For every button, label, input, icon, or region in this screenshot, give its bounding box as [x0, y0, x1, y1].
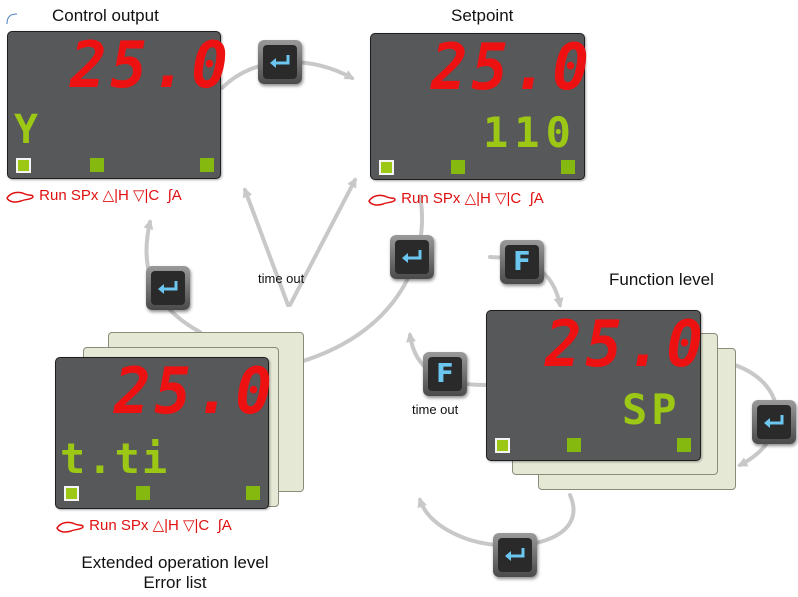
led-indicator: [136, 486, 150, 500]
hand-icon: [368, 194, 396, 206]
corner-mark-icon: [6, 13, 18, 25]
function-value: 25.0: [545, 308, 707, 382]
setpoint-secondary: 110: [483, 108, 577, 157]
time-out-label-right: time out: [412, 402, 459, 417]
led-indicator: [90, 158, 104, 172]
enter-key-center[interactable]: [390, 235, 434, 279]
setpoint-title: Setpoint: [451, 6, 514, 25]
status-h: △|H: [152, 517, 179, 534]
status-a: ∫A: [217, 517, 232, 534]
status-a: ∫A: [167, 187, 182, 204]
setpoint-status-bar: Run SPx △|H ▽|C ∫A: [367, 189, 544, 207]
led-indicator: [200, 158, 214, 172]
control-output-display: 25.0 Y: [7, 31, 228, 179]
led-indicator: [246, 486, 260, 500]
setpoint-value: 25.0: [431, 31, 593, 105]
setpoint-display: 25.0 110: [370, 33, 589, 180]
led-indicator: [379, 160, 394, 175]
arrow-timeout-to-control: [242, 187, 290, 307]
led-indicator: [567, 438, 581, 452]
enter-key-right[interactable]: [752, 400, 796, 444]
status-run: Run: [89, 517, 117, 534]
function-level-title: Function level: [609, 270, 714, 289]
led-indicator: [16, 158, 31, 173]
status-spx: SPx: [70, 187, 99, 204]
control-output-secondary: Y: [14, 107, 45, 153]
arrow-timeout-to-setpoint: [288, 177, 357, 307]
led-indicator: [64, 486, 79, 501]
extended-level-line2: Error list: [143, 573, 207, 592]
function-display: 25.0 SP: [486, 310, 703, 461]
status-spx: SPx: [432, 190, 461, 207]
enter-key-top[interactable]: [258, 40, 302, 84]
status-h: △|H: [464, 190, 491, 207]
enter-icon: [158, 281, 178, 294]
led-indicator: [677, 438, 691, 452]
extended-level-line1: Extended operation level: [81, 553, 269, 572]
hand-icon: [6, 191, 34, 203]
control-output-value: 25.0: [70, 29, 232, 103]
enter-key-bottom[interactable]: [493, 533, 537, 577]
function-key-left[interactable]: F: [423, 352, 467, 396]
hand-icon: [56, 521, 84, 533]
extended-value: 25.0: [114, 355, 276, 429]
control-output-title: Control output: [52, 6, 159, 25]
status-run: Run: [39, 187, 67, 204]
extended-display: 25.0 t.ti: [55, 357, 272, 509]
status-c: ▽|C: [133, 187, 160, 204]
status-c: ▽|C: [183, 517, 210, 534]
status-run: Run: [401, 190, 429, 207]
enter-icon: [270, 55, 290, 68]
status-a: ∫A: [529, 190, 544, 207]
function-key-label: F: [436, 359, 454, 389]
led-indicator: [451, 160, 465, 174]
led-indicator: [561, 160, 575, 174]
function-secondary: SP: [622, 385, 681, 434]
extended-status-bar: Run SPx △|H ▽|C ∫A: [55, 516, 232, 534]
enter-icon: [402, 250, 422, 263]
control-output-status-bar: Run SPx △|H ▽|C ∫A: [5, 186, 182, 204]
function-key-top[interactable]: F: [500, 240, 544, 284]
status-spx: SPx: [120, 517, 149, 534]
arrow-setpoint-to-extended: [298, 194, 425, 364]
extended-level-title: Extended operation level Error list: [40, 553, 310, 593]
extended-secondary: t.ti: [60, 434, 170, 483]
enter-icon: [505, 548, 525, 561]
enter-key-left[interactable]: [146, 266, 190, 310]
time-out-label-center: time out: [258, 271, 305, 286]
arrow-bottom-loop: [417, 493, 576, 548]
status-c: ▽|C: [495, 190, 522, 207]
led-indicator: [495, 438, 510, 453]
function-key-label: F: [513, 247, 531, 277]
enter-icon: [764, 415, 784, 428]
status-h: △|H: [102, 187, 129, 204]
